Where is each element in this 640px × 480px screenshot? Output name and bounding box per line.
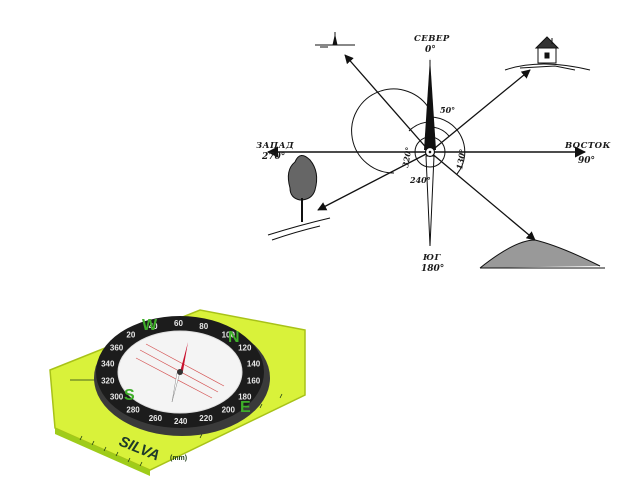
angle-label-240: 240° xyxy=(409,175,431,185)
tower-landmark-drawing xyxy=(315,32,355,48)
bezel-degree-320: 320 xyxy=(101,377,115,386)
hill-landmark-drawing xyxy=(479,239,605,269)
tree-landmark-drawing xyxy=(267,155,331,241)
bearing-50-arrow xyxy=(429,69,531,153)
bezel-degree-360: 360 xyxy=(110,344,124,353)
compass-n-letter: N xyxy=(228,329,240,346)
bezel-degree-100: 100 xyxy=(222,331,236,340)
south-label: ЮГ xyxy=(422,253,441,263)
orientation-diagram: 50° 130° 240° 320° СЕВЕР 0° ВОСТОК 90° Ю… xyxy=(256,32,611,274)
bezel-degree-340: 340 xyxy=(101,360,115,369)
baseplate-edge xyxy=(55,428,150,476)
angle-arcs xyxy=(351,88,466,175)
west-label: ЗАПАД xyxy=(256,141,294,151)
compass-needle-drawing xyxy=(424,58,436,247)
house-landmark-drawing xyxy=(504,36,591,71)
bearing-320-arrow xyxy=(344,54,431,153)
east-label: ВОСТОК xyxy=(564,141,611,151)
west-degrees: 270° xyxy=(261,152,285,162)
bezel-degree-220: 220 xyxy=(199,414,213,423)
east-degrees: 90° xyxy=(578,156,595,166)
bezel-degree-160: 160 xyxy=(247,377,261,386)
compass-s-letter: S xyxy=(124,387,135,404)
compass-w-letter: W xyxy=(142,317,158,334)
bezel-degree-260: 260 xyxy=(149,414,163,423)
bezel-degree-180: 180 xyxy=(238,393,252,402)
angle-label-130: 130° xyxy=(454,148,467,170)
bearing-240-arrow xyxy=(317,151,431,211)
bezel-degree-280: 280 xyxy=(126,406,140,415)
bearing-130-arrow xyxy=(429,151,536,241)
north-degrees: 0° xyxy=(425,45,436,55)
bezel-degree-140: 140 xyxy=(247,360,261,369)
bezel-degree-40: 40 xyxy=(149,322,158,331)
magnetic-needle xyxy=(171,342,188,403)
bezel-degree-200: 200 xyxy=(222,406,236,415)
angle-label-320: 320° xyxy=(400,146,413,168)
south-degrees: 180° xyxy=(421,264,444,274)
angle-label-50: 50° xyxy=(440,105,455,115)
compass-e-letter: E xyxy=(240,399,251,416)
ruler-mm-label: (mm) xyxy=(170,455,187,462)
bezel-degree-20: 20 xyxy=(126,331,135,340)
bezel-degree-120: 120 xyxy=(238,344,252,353)
north-label: СЕВЕР xyxy=(414,34,450,44)
bezel-degree-60: 60 xyxy=(174,319,183,328)
bezel-degree-300: 300 xyxy=(110,393,124,402)
bezel-degree-240: 240 xyxy=(174,417,188,426)
bezel-degree-80: 80 xyxy=(199,322,208,331)
